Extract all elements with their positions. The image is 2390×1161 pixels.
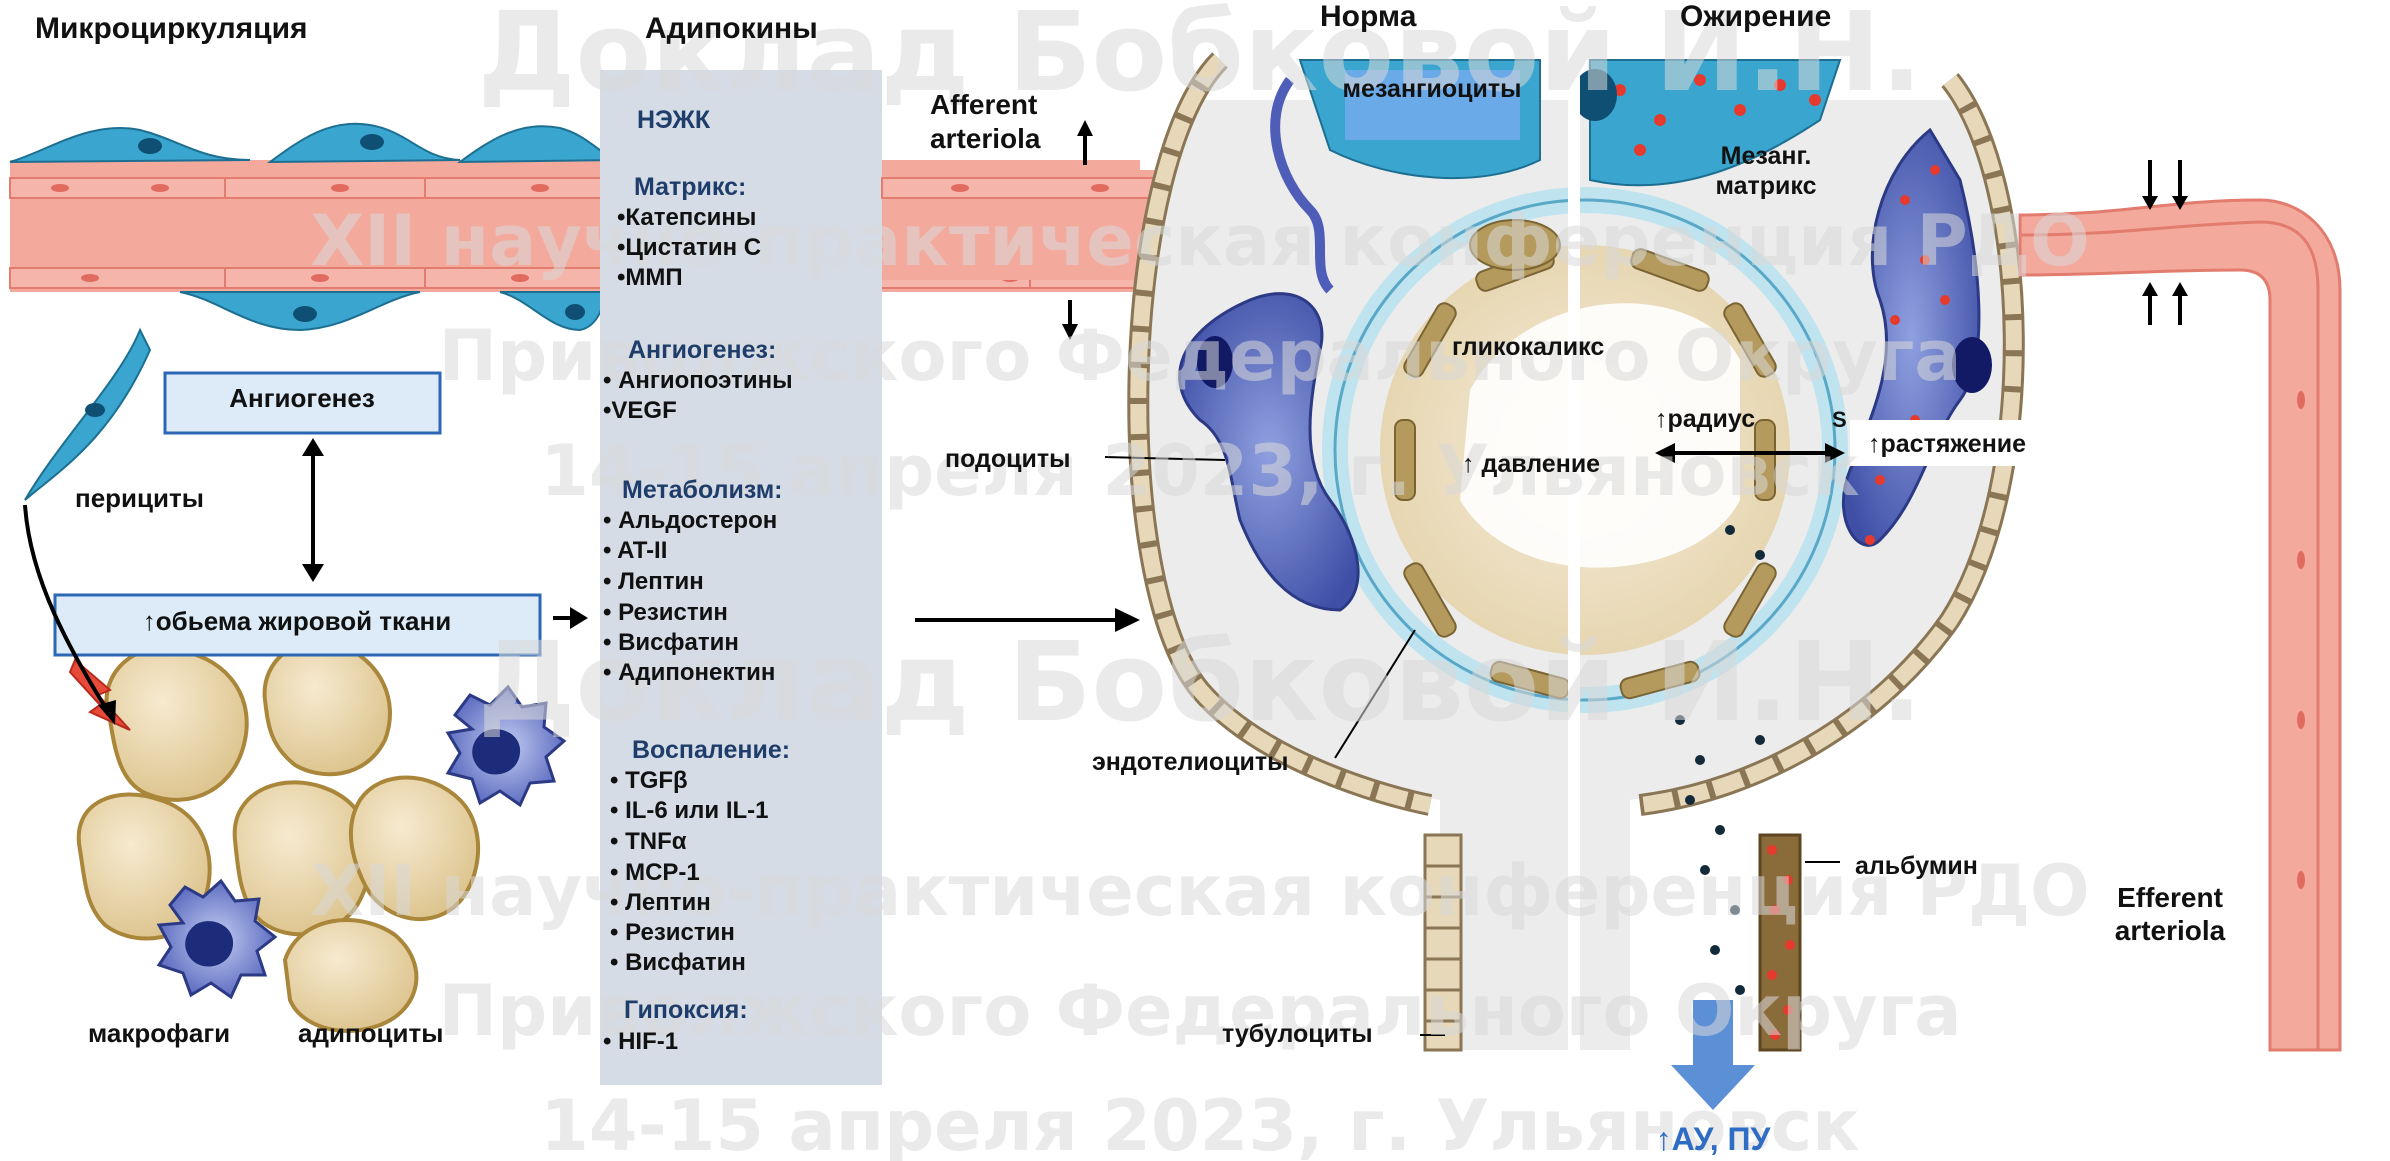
panel-section-title-5: Гипоксия: xyxy=(624,996,748,1024)
radius-label: ↑радиус xyxy=(1655,405,1755,433)
panel-section-title-3: Метаболизм: xyxy=(622,476,783,504)
efferent-label-2: arteriola xyxy=(2115,915,2226,946)
au-pu-label: ↑АУ, ПУ xyxy=(1656,1121,1772,1157)
panel-item: •Цистатин С xyxy=(617,234,761,261)
podocytes-label: подоциты xyxy=(945,445,1071,473)
mesangiocytes-label: мезангиоциты xyxy=(1343,75,1522,103)
fat-volume-box-label: ↑обьема жировой ткани xyxy=(143,606,451,636)
panel-item: •Катепсины xyxy=(617,204,756,231)
panel-item: • Резистин xyxy=(610,919,735,946)
panel-item: • Лептин xyxy=(610,889,711,916)
panel-item: • Висфатин xyxy=(610,949,746,976)
panel-item: •VEGF xyxy=(603,397,677,424)
panel-item: • Лептин xyxy=(603,568,704,595)
panel-item: • Адипонектин xyxy=(603,659,775,686)
afferent-label-1: Afferent xyxy=(930,89,1037,120)
panel-item: •ММП xyxy=(617,264,683,291)
heading-microcirculation: Микроциркуляция xyxy=(35,12,308,45)
albumin-label: альбумин xyxy=(1855,852,1978,880)
pericytes-label: перициты xyxy=(75,483,204,513)
panel-section-title-2: Ангиогенез: xyxy=(628,336,776,364)
glycocalyx-label: гликокаликс xyxy=(1452,333,1604,361)
panel-section-title-1: Матрикс: xyxy=(634,173,746,201)
panel-item: • HIF-1 xyxy=(603,1028,678,1055)
heading-adipokines: Адипокины xyxy=(645,12,818,45)
panel-item: • Резистин xyxy=(603,599,728,626)
panel-item: • MCP-1 xyxy=(610,859,700,886)
watermark-line-6: XII научно-практическая конференция РДО xyxy=(310,850,2089,932)
stretch-label: ↑растяжение xyxy=(1868,430,2026,458)
panel-item: • IL-6 или IL-1 xyxy=(610,797,769,824)
efferent-label-1: Efferent xyxy=(2117,882,2223,913)
panel-item: • Альдостерон xyxy=(603,507,777,534)
panel-item: • Висфатин xyxy=(603,629,739,656)
radius-s-label: S xyxy=(1832,407,1847,432)
afferent-label-2: arteriola xyxy=(930,123,1041,154)
panel-section-title-4: Воспаление: xyxy=(632,736,790,764)
heading-norm: Норма xyxy=(1320,0,1417,33)
tubulocytes-label: тубулоциты xyxy=(1222,1020,1373,1048)
pressure-label: ↑ давление xyxy=(1462,450,1600,478)
panel-section-title-0: НЭЖК xyxy=(637,106,711,134)
free-pericyte xyxy=(25,330,150,500)
mesang-matrix-label-1: Мезанг. xyxy=(1721,142,1812,170)
adipocyte-cluster xyxy=(79,641,478,1031)
heading-obesity: Ожирение xyxy=(1680,0,1831,33)
angiogenesis-box-label: Ангиогенез xyxy=(229,383,375,413)
adipocytes-label: адипоциты xyxy=(298,1018,443,1048)
macrophages-label: макрофаги xyxy=(88,1018,230,1048)
mesang-matrix-label-2: матрикс xyxy=(1715,172,1816,200)
endotheliocytes-label: эндотелиоциты xyxy=(1092,748,1288,776)
panel-item: • TGFβ xyxy=(610,767,688,794)
watermark-line-2: XII научно-практическая конференция РДО xyxy=(310,200,2089,282)
panel-item: • AT-II xyxy=(603,537,667,564)
panel-item: • TNFα xyxy=(610,828,687,855)
panel-item: • Ангиопоэтины xyxy=(603,367,793,394)
